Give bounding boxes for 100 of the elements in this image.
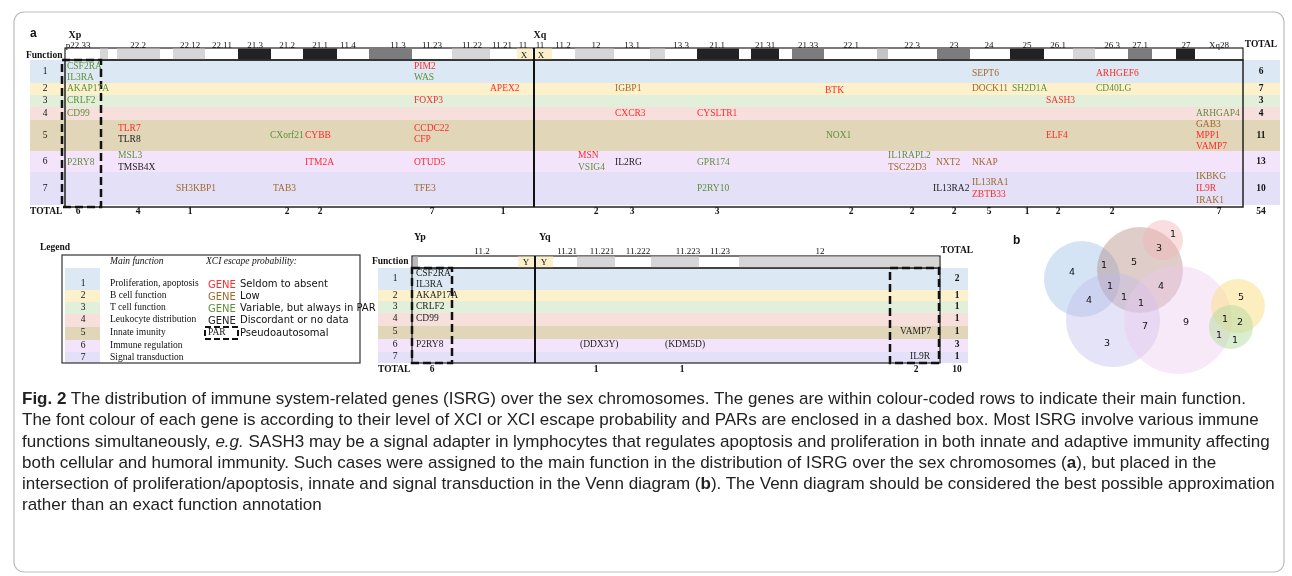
table-header: TOTAL — [1244, 40, 1278, 50]
total-count: 1 — [954, 291, 960, 301]
venn-count: 5 — [1131, 255, 1137, 267]
table-header: Legend — [40, 243, 71, 253]
table-header: Function — [372, 257, 409, 267]
figure-caption: Fig. 2 The distribution of immune system-related genes (ISRG) over the sex chromosomes. The genes are within colour-coded rows to indicate their main function. The font colour of each gene is according to their level of XCI or XCI escape probability and PARs are enclosed in a dashed box. Most ISRG involve various immune functions simultaneously, e.g. SASH3 may be a signal adapter in lymphocytes that regulates apoptosis and proliferation in both innate and adaptive immunity affecting both cellular and humoral immunity. Such cases were assigned to the main function in the distribution of ISRG over the sex chromosomes (a), but placed in the intersection of proliferation/apoptosis, innate and signal transduction in the Venn diagram (b). The Venn diagram should be considered the best possible approximation rather than an exact function annotation — [22, 388, 1276, 516]
legend-text: Pseudoautosomal — [240, 328, 329, 338]
gene-name: BTK — [825, 86, 844, 96]
band-label: 21.33 — [797, 40, 819, 50]
gene-name: GAB3 — [1196, 120, 1221, 130]
row-number: 7 — [392, 352, 398, 362]
gene-name: IRAK1 — [1196, 196, 1224, 206]
gene-name: IL13RA2 — [933, 184, 970, 194]
legend-text: Seldom to absent — [240, 279, 328, 289]
band-label: 21.1 — [312, 40, 328, 50]
gene-name: ELF4 — [1046, 131, 1068, 141]
total-count: 10 — [1256, 184, 1266, 194]
band-label: 11.4 — [340, 40, 356, 50]
row-number: 4 — [42, 109, 48, 119]
gene-name: CSF2RA — [67, 62, 102, 72]
gene-name: CCDC22 — [414, 124, 450, 134]
gene-name: TAB3 — [273, 184, 296, 194]
band-label: 11 — [518, 40, 528, 50]
table-header: TOTAL — [30, 207, 63, 217]
gene-name: OTUD5 — [414, 158, 446, 168]
gene-name: AKAP17A — [67, 84, 110, 94]
band-label: 22.12 — [179, 40, 201, 50]
venn-count: 9 — [1183, 315, 1189, 327]
gene-name: IL2RG — [615, 158, 642, 168]
legend-text: Leukocyte distribution — [110, 315, 197, 325]
table-header: TOTAL — [378, 365, 411, 375]
total-count: 7 — [1216, 207, 1222, 217]
band-label: 23 — [949, 40, 959, 50]
band-label: 13.1 — [624, 40, 640, 50]
gene-name: SH2D1A — [1012, 84, 1048, 94]
total-count: 1 — [679, 365, 685, 375]
band-label: 11.221 — [589, 246, 615, 256]
total-count: 2 — [1109, 207, 1115, 217]
gene-name: CRLF2 — [67, 96, 96, 106]
total-count: 3 — [714, 207, 720, 217]
gene-name: MPP1 — [1196, 131, 1220, 141]
total-count: 2 — [954, 274, 960, 284]
legend-heading: Main function — [110, 257, 164, 267]
gene-name: SASH3 — [1046, 96, 1076, 106]
panel-letter: a — [30, 26, 37, 40]
total-count: 4 — [135, 207, 141, 217]
total-count: 2 — [284, 207, 290, 217]
band-label: 11.23 — [422, 40, 442, 50]
band-label: 11.222 — [625, 246, 651, 256]
gene-name: NKAP — [972, 158, 998, 168]
total-count: 2 — [317, 207, 323, 217]
gene-name: GPR174 — [697, 158, 730, 168]
venn-count: 1 — [1232, 333, 1238, 345]
gene-name: (DDX3Y) — [580, 340, 619, 350]
venn-count: 1 — [1101, 258, 1107, 270]
band-label: 11.21 — [492, 40, 512, 50]
row-number: 2 — [80, 291, 86, 301]
total-count: 6 — [1258, 67, 1264, 77]
gene-name: MSL3 — [118, 151, 143, 161]
row-number: 2 — [392, 291, 398, 301]
gene-name: AKAP17A — [416, 291, 459, 301]
total-count: 54 — [1256, 207, 1266, 217]
band-label: 24 — [984, 40, 994, 50]
band-label: 22.3 — [904, 40, 920, 50]
gene-name: MSN — [578, 151, 599, 161]
legend-text: Innate imunity — [110, 328, 166, 338]
gene-name: CXCR3 — [615, 109, 646, 119]
row-number: 7 — [42, 184, 48, 194]
band-label: 21.1 — [709, 40, 725, 50]
gene-name: TSC22D3 — [888, 163, 927, 173]
legend-text: Signal transduction — [110, 353, 184, 363]
band-label: 26.1 — [1050, 40, 1066, 50]
legend-heading: XCI escape probability: — [206, 257, 297, 267]
gene-name: IKBKG — [1196, 172, 1227, 182]
gene-name: VAMP7 — [1196, 142, 1227, 152]
legend-text: Low — [240, 291, 260, 301]
gene-name: TMSB4X — [118, 163, 156, 173]
gene-name: IL13RA1 — [972, 178, 1009, 188]
band-label: X — [537, 50, 545, 60]
gene-name: CD99 — [67, 109, 90, 119]
band-label: 11.2 — [555, 40, 571, 50]
total-count: 3 — [1258, 96, 1264, 106]
venn-count: 1 — [1107, 279, 1113, 291]
band-label: 21.2 — [279, 40, 295, 50]
venn-count: 3 — [1156, 241, 1162, 253]
total-count: 1 — [954, 327, 960, 337]
total-count: 2 — [848, 207, 854, 217]
par-sample-text: PAR — [208, 328, 226, 338]
gene-name: VAMP7 — [900, 327, 931, 337]
band-label: 11.2 — [474, 246, 490, 256]
gene-color-sample: GENE — [208, 314, 236, 326]
gene-name: P2RY8 — [67, 158, 95, 168]
venn-count: 3 — [1104, 336, 1110, 348]
band-label: 12 — [591, 40, 601, 50]
gene-name: CYBB — [305, 131, 331, 141]
gene-name: IGBP1 — [615, 84, 642, 94]
total-count: 6 — [429, 365, 435, 375]
gene-name: IL1RAPL2 — [888, 151, 931, 161]
total-count: 2 — [1055, 207, 1061, 217]
band-label: 11.21 — [557, 246, 577, 256]
